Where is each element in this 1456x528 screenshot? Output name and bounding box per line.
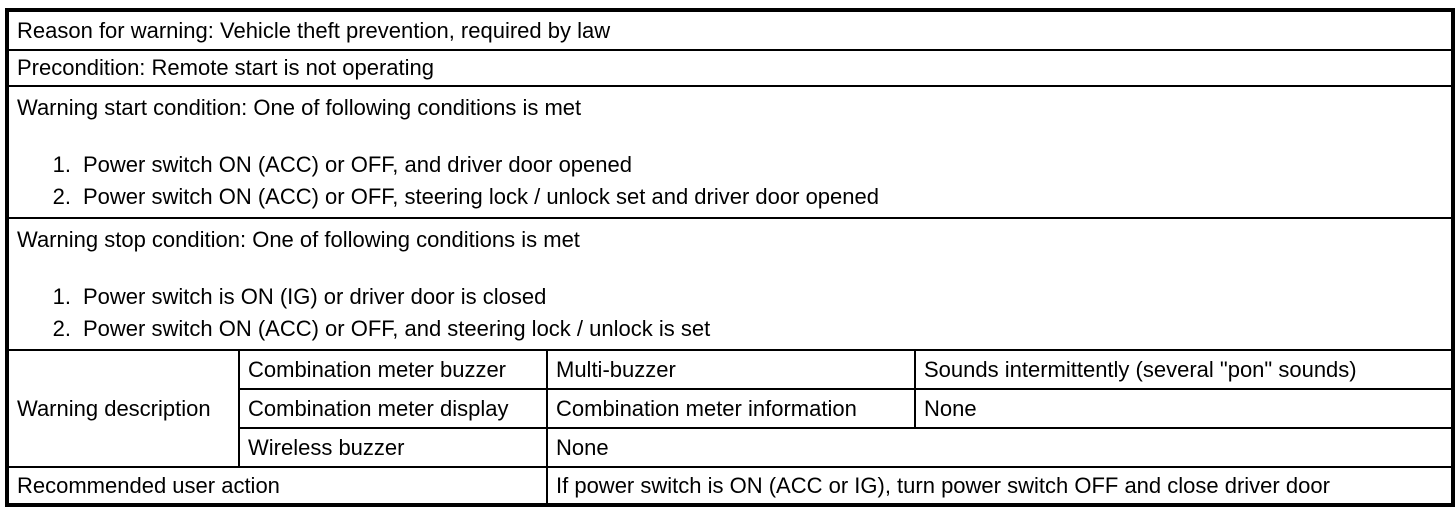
reason-cell: Reason for warning: Vehicle theft preven… — [6, 9, 1454, 51]
device-cell: Combination meter display — [238, 388, 548, 429]
reason-row: Reason for warning: Vehicle theft preven… — [6, 9, 1454, 51]
warning-start-heading: Warning start condition: One of followin… — [17, 95, 582, 120]
warning-start-cell: Warning start condition: One of followin… — [6, 85, 1454, 219]
description-row-display: Combination meter display Combination me… — [7, 388, 1454, 429]
behavior-cell: Sounds intermittently (several "pon" sou… — [914, 349, 1454, 390]
warning-stop-row: Warning stop condition: One of following… — [6, 217, 1454, 351]
list-item-text: Power switch ON (ACC) or OFF, and driver… — [83, 152, 632, 177]
warning-stop-heading: Warning stop condition: One of following… — [17, 227, 580, 252]
list-item-number: 2. — [52, 184, 71, 209]
behavior-cell: None — [914, 388, 1454, 429]
list-item: 1. Power switch is ON (IG) or driver doo… — [17, 281, 1443, 313]
list-item: 2. Power switch ON (ACC) or OFF, steerin… — [17, 181, 1443, 213]
list-item-number: 1. — [52, 152, 71, 177]
recommended-action-value-cell: If power switch is ON (ACC or IG), turn … — [546, 466, 1454, 506]
component-cell: Multi-buzzer — [546, 349, 916, 390]
list-item-text: Power switch is ON (IG) or driver door i… — [83, 284, 547, 309]
precondition-row: Precondition: Remote start is not operat… — [6, 49, 1454, 87]
list-item-text: Power switch ON (ACC) or OFF, and steeri… — [83, 316, 711, 341]
warning-start-list: 1. Power switch ON (ACC) or OFF, and dri… — [17, 149, 1443, 213]
warning-stop-cell: Warning stop condition: One of following… — [6, 217, 1454, 351]
device-cell: Combination meter buzzer — [238, 349, 548, 390]
precondition-cell: Precondition: Remote start is not operat… — [6, 49, 1454, 87]
warning-stop-list: 1. Power switch is ON (IG) or driver doo… — [17, 281, 1443, 345]
component-cell: None — [546, 427, 1454, 468]
warning-spec-table: Reason for warning: Vehicle theft preven… — [5, 8, 1455, 507]
description-row-wireless: Wireless buzzer None — [7, 427, 1454, 468]
list-item-text: Power switch ON (ACC) or OFF, steering l… — [83, 184, 879, 209]
component-cell: Combination meter information — [546, 388, 916, 429]
list-item: 2. Power switch ON (ACC) or OFF, and ste… — [17, 313, 1443, 345]
recommended-action-label-cell: Recommended user action — [6, 466, 548, 506]
list-item: 1. Power switch ON (ACC) or OFF, and dri… — [17, 149, 1443, 181]
device-cell: Wireless buzzer — [238, 427, 548, 468]
warning-description-label-cell: Warning description — [6, 349, 240, 468]
list-item-number: 1. — [52, 284, 71, 309]
list-item-number: 2. — [52, 316, 71, 341]
description-row-buzzer: Warning description Combination meter bu… — [6, 349, 1454, 468]
warning-start-row: Warning start condition: One of followin… — [6, 85, 1454, 219]
recommended-action-row: Recommended user action If power switch … — [6, 466, 1454, 506]
